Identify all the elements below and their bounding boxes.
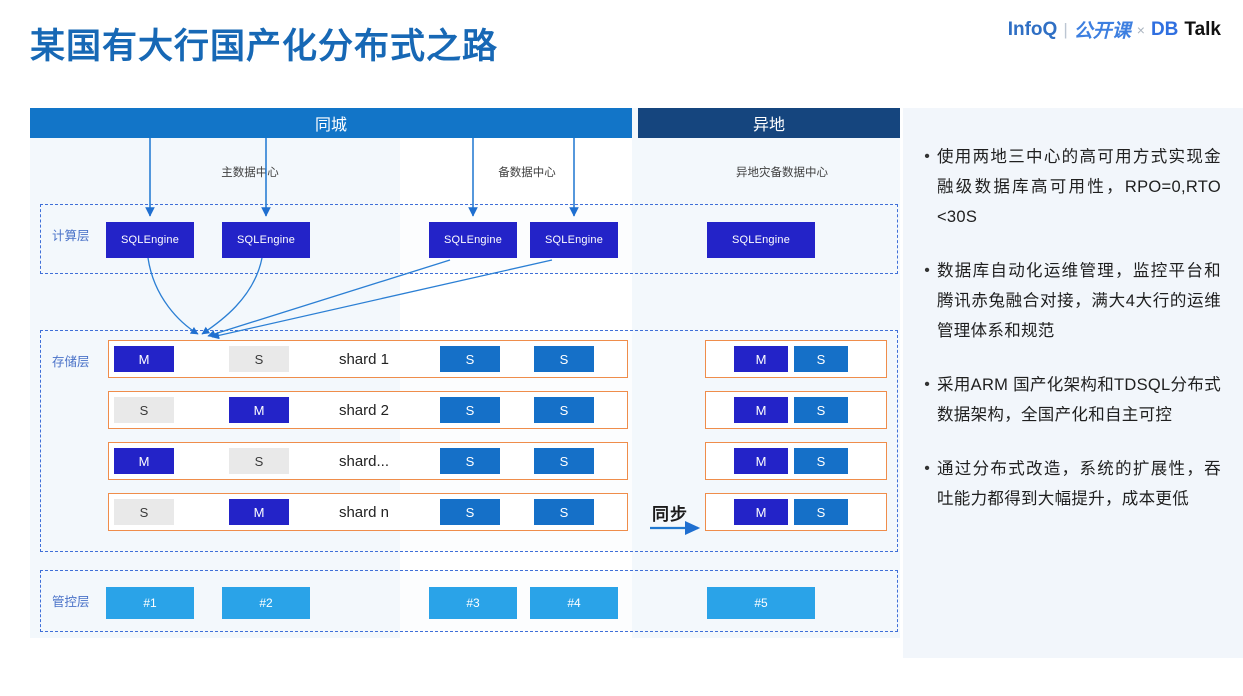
remote-1-cell-m[interactable]: M [734,346,788,372]
sync-label: 同步 [652,505,688,524]
shard-2-cell-2[interactable]: M [229,397,289,423]
shard-2-cell-4[interactable]: S [534,397,594,423]
manage-node-3[interactable]: #3 [429,587,517,619]
shard-4-name: shard n [338,503,390,521]
remote-row-3: M S [705,442,887,480]
remote-2-cell-m[interactable]: M [734,397,788,423]
remote-3-cell-s[interactable]: S [794,448,848,474]
shard-2-cell-1[interactable]: S [114,397,174,423]
shard-4-cell-2[interactable]: M [229,499,289,525]
bullet-item-2: • 数据库自动化运维管理，监控平台和腾讯赤兔融合对接，满大4大行的运维管理体系和… [917,256,1221,346]
shard-3-cell-4[interactable]: S [534,448,594,474]
remote-row-2: M S [705,391,887,429]
sql-engine-4[interactable]: SQLEngine [530,222,618,258]
page-title: 某国有大行国产化分布式之路 [30,27,499,66]
remote-3-cell-m[interactable]: M [734,448,788,474]
remote-2-cell-s[interactable]: S [794,397,848,423]
remote-1-cell-s[interactable]: S [794,346,848,372]
manage-layer-label: 管控层 [52,595,90,609]
datacenter-label-backup: 备数据中心 [498,167,556,179]
sql-engine-3[interactable]: SQLEngine [429,222,517,258]
db-logo-text: DB [1150,18,1179,40]
bullet-item-4: • 通过分布式改造，系统的扩展性，吞吐能力都得到大幅提升，成本更低 [917,454,1221,514]
logo-divider: | [1063,19,1068,39]
shard-row-4: S M shard n S S [108,493,628,531]
shard-row-3: M S shard... S S [108,442,628,480]
shard-3-cell-2[interactable]: S [229,448,289,474]
shard-1-cell-2[interactable]: S [229,346,289,372]
manage-node-1[interactable]: #1 [106,587,194,619]
shard-3-name: shard... [338,452,390,470]
shard-1-cell-1[interactable]: M [114,346,174,372]
sql-engine-5[interactable]: SQLEngine [707,222,815,258]
architecture-diagram: 同城 异地 主数据中心 备数据中心 异地灾备数据中心 计算层 存储层 管控层 S… [30,108,900,638]
infoq-logo-text: InfoQ [1007,18,1058,40]
open-course-logo-text: 公开课 [1073,21,1131,42]
datacenter-label-primary: 主数据中心 [221,167,279,179]
bullet-marker-1: • [924,148,930,165]
shard-3-cell-1[interactable]: M [114,448,174,474]
shard-2-name: shard 2 [338,401,390,419]
shard-3-cell-3[interactable]: S [440,448,500,474]
sql-engine-2[interactable]: SQLEngine [222,222,310,258]
manage-node-5[interactable]: #5 [707,587,815,619]
shard-4-cell-1[interactable]: S [114,499,174,525]
bullet-text-1: 使用两地三中心的高可用方式实现金融级数据库高可用性，RPO=0,RTO <30S [937,148,1221,226]
bullet-marker-3: • [924,376,930,393]
shard-2-cell-3[interactable]: S [440,397,500,423]
manage-node-4[interactable]: #4 [530,587,618,619]
bullet-item-1: • 使用两地三中心的高可用方式实现金融级数据库高可用性，RPO=0,RTO <3… [917,142,1221,232]
remote-4-cell-s[interactable]: S [794,499,848,525]
bullet-marker-4: • [924,460,930,477]
datacenter-label-remote: 异地灾备数据中心 [736,167,828,179]
shard-row-2: S M shard 2 S S [108,391,628,429]
storage-layer-label: 存储层 [52,355,90,369]
manage-node-2[interactable]: #2 [222,587,310,619]
remote-row-1: M S [705,340,887,378]
bullet-text-3: 采用ARM 国产化架构和TDSQL分布式数据架构，全国产化和自主可控 [937,376,1221,424]
header-remote: 异地 [638,108,900,138]
shard-1-name: shard 1 [338,350,390,368]
bullet-text-2: 数据库自动化运维管理，监控平台和腾讯赤兔融合对接，满大4大行的运维管理体系和规范 [937,262,1221,340]
shard-row-1: M S shard 1 S S [108,340,628,378]
header-same-city: 同城 [30,108,632,138]
remote-4-cell-m[interactable]: M [734,499,788,525]
side-panel: • 使用两地三中心的高可用方式实现金融级数据库高可用性，RPO=0,RTO <3… [903,108,1243,658]
sql-engine-1[interactable]: SQLEngine [106,222,194,258]
compute-layer-label: 计算层 [52,229,90,243]
bullet-item-3: • 采用ARM 国产化架构和TDSQL分布式数据架构，全国产化和自主可控 [917,370,1221,430]
shard-1-cell-3[interactable]: S [440,346,500,372]
shard-4-cell-4[interactable]: S [534,499,594,525]
shard-1-cell-4[interactable]: S [534,346,594,372]
shard-4-cell-3[interactable]: S [440,499,500,525]
bullet-marker-2: • [924,262,930,279]
talk-logo-text: Talk [1184,18,1221,40]
times-icon: × [1136,21,1145,38]
bullet-text-4: 通过分布式改造，系统的扩展性，吞吐能力都得到大幅提升，成本更低 [937,460,1221,508]
remote-row-4: M S [705,493,887,531]
